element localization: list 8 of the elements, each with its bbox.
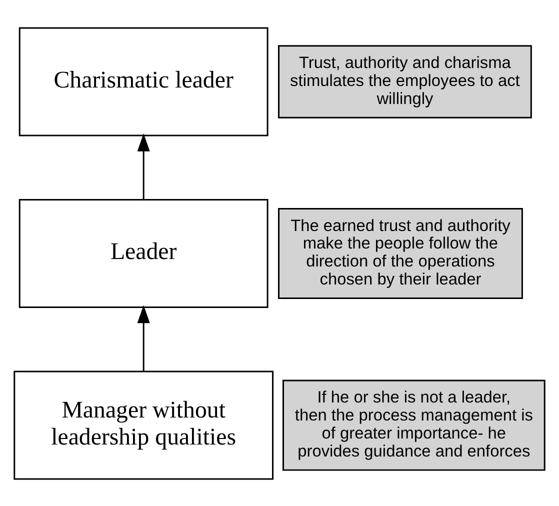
- arrow: [137, 304, 150, 371]
- node-box: Trust, authority and charisma stimulates the employees to act willingly: [278, 44, 532, 118]
- node-box: Manager without leadership qualities: [14, 370, 274, 480]
- node-box: Charismatic leader: [18, 26, 268, 136]
- node-box: If he or she is not a leader, then the process management is of greater importance- he provides guidance and enforces: [282, 379, 546, 470]
- arrow: [137, 132, 150, 200]
- node-box: The earned trust and authority make the people follow the direction of the operations chosen by their leader: [278, 207, 523, 299]
- node-box: Leader: [18, 198, 268, 308]
